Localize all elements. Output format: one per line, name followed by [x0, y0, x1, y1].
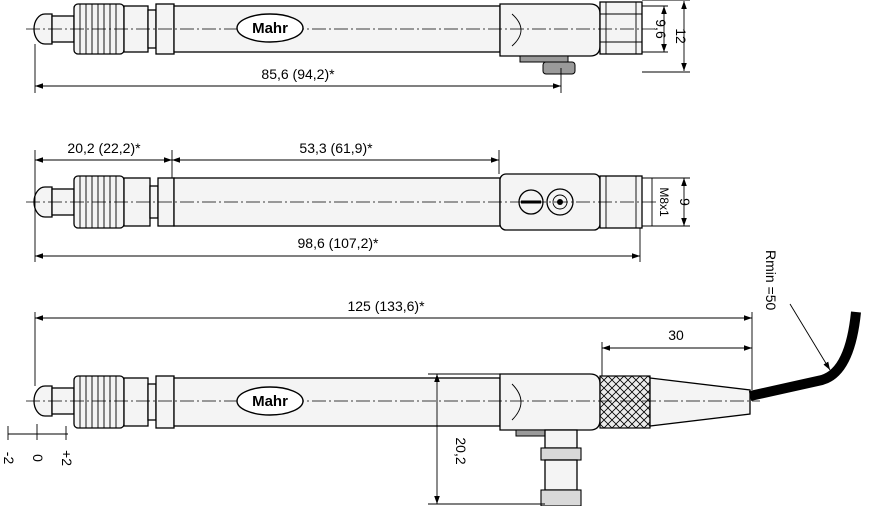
travel-label-zero: 0: [30, 454, 46, 462]
mahr-logo-text: Mahr: [252, 20, 288, 37]
travel-label-minus: -2: [1, 452, 17, 465]
probe-top-view: Mahr 85,6 (94,2)* 9,6 12: [26, 0, 690, 93]
bottom-height-label: 20,2: [453, 437, 469, 464]
cable-sleeve: [649, 377, 751, 427]
mid-tip-label: 20,2 (22,2)*: [67, 140, 141, 156]
air-fitting: [540, 429, 582, 506]
travel-label-plus: +2: [59, 450, 75, 466]
probe-housing: [499, 373, 601, 431]
clamp-screw: [542, 61, 576, 75]
bottom-total-label: 125 (133,6)*: [347, 298, 425, 314]
probe-housing: [499, 3, 601, 57]
mid-total-label: 98,6 (107,2)*: [298, 235, 379, 251]
probe-middle-view: 20,2 (22,2)* 53,3 (61,9)* 98,6 (107,2)* …: [26, 140, 693, 262]
knurled-nut: [599, 375, 651, 429]
mid-body-label: 53,3 (61,9)*: [299, 140, 373, 156]
top-dia-outer-label: 12: [673, 28, 689, 44]
cable: [748, 311, 861, 401]
top-dia-inner-label: 9,6: [653, 19, 669, 39]
connector: [599, 1, 643, 55]
mid-dia-label: 9: [677, 198, 693, 206]
top-length-label: 85,6 (94,2)*: [261, 66, 335, 82]
probe-bottom-view: Mahr 125 (133,6)* 30 20,2 Rmin =50 -2 0 …: [1, 250, 861, 506]
bottom-radius-label: Rmin =50: [763, 250, 779, 311]
mahr-logo-top: [236, 13, 304, 43]
bellows: [73, 375, 125, 429]
mahr-logo-text: Mahr: [252, 393, 288, 410]
mid-thread-label: M8x1: [657, 187, 671, 217]
probe-shaft: [173, 377, 501, 427]
mahr-logo-bottom: [236, 386, 304, 416]
bottom-cable-label: 30: [668, 327, 684, 343]
